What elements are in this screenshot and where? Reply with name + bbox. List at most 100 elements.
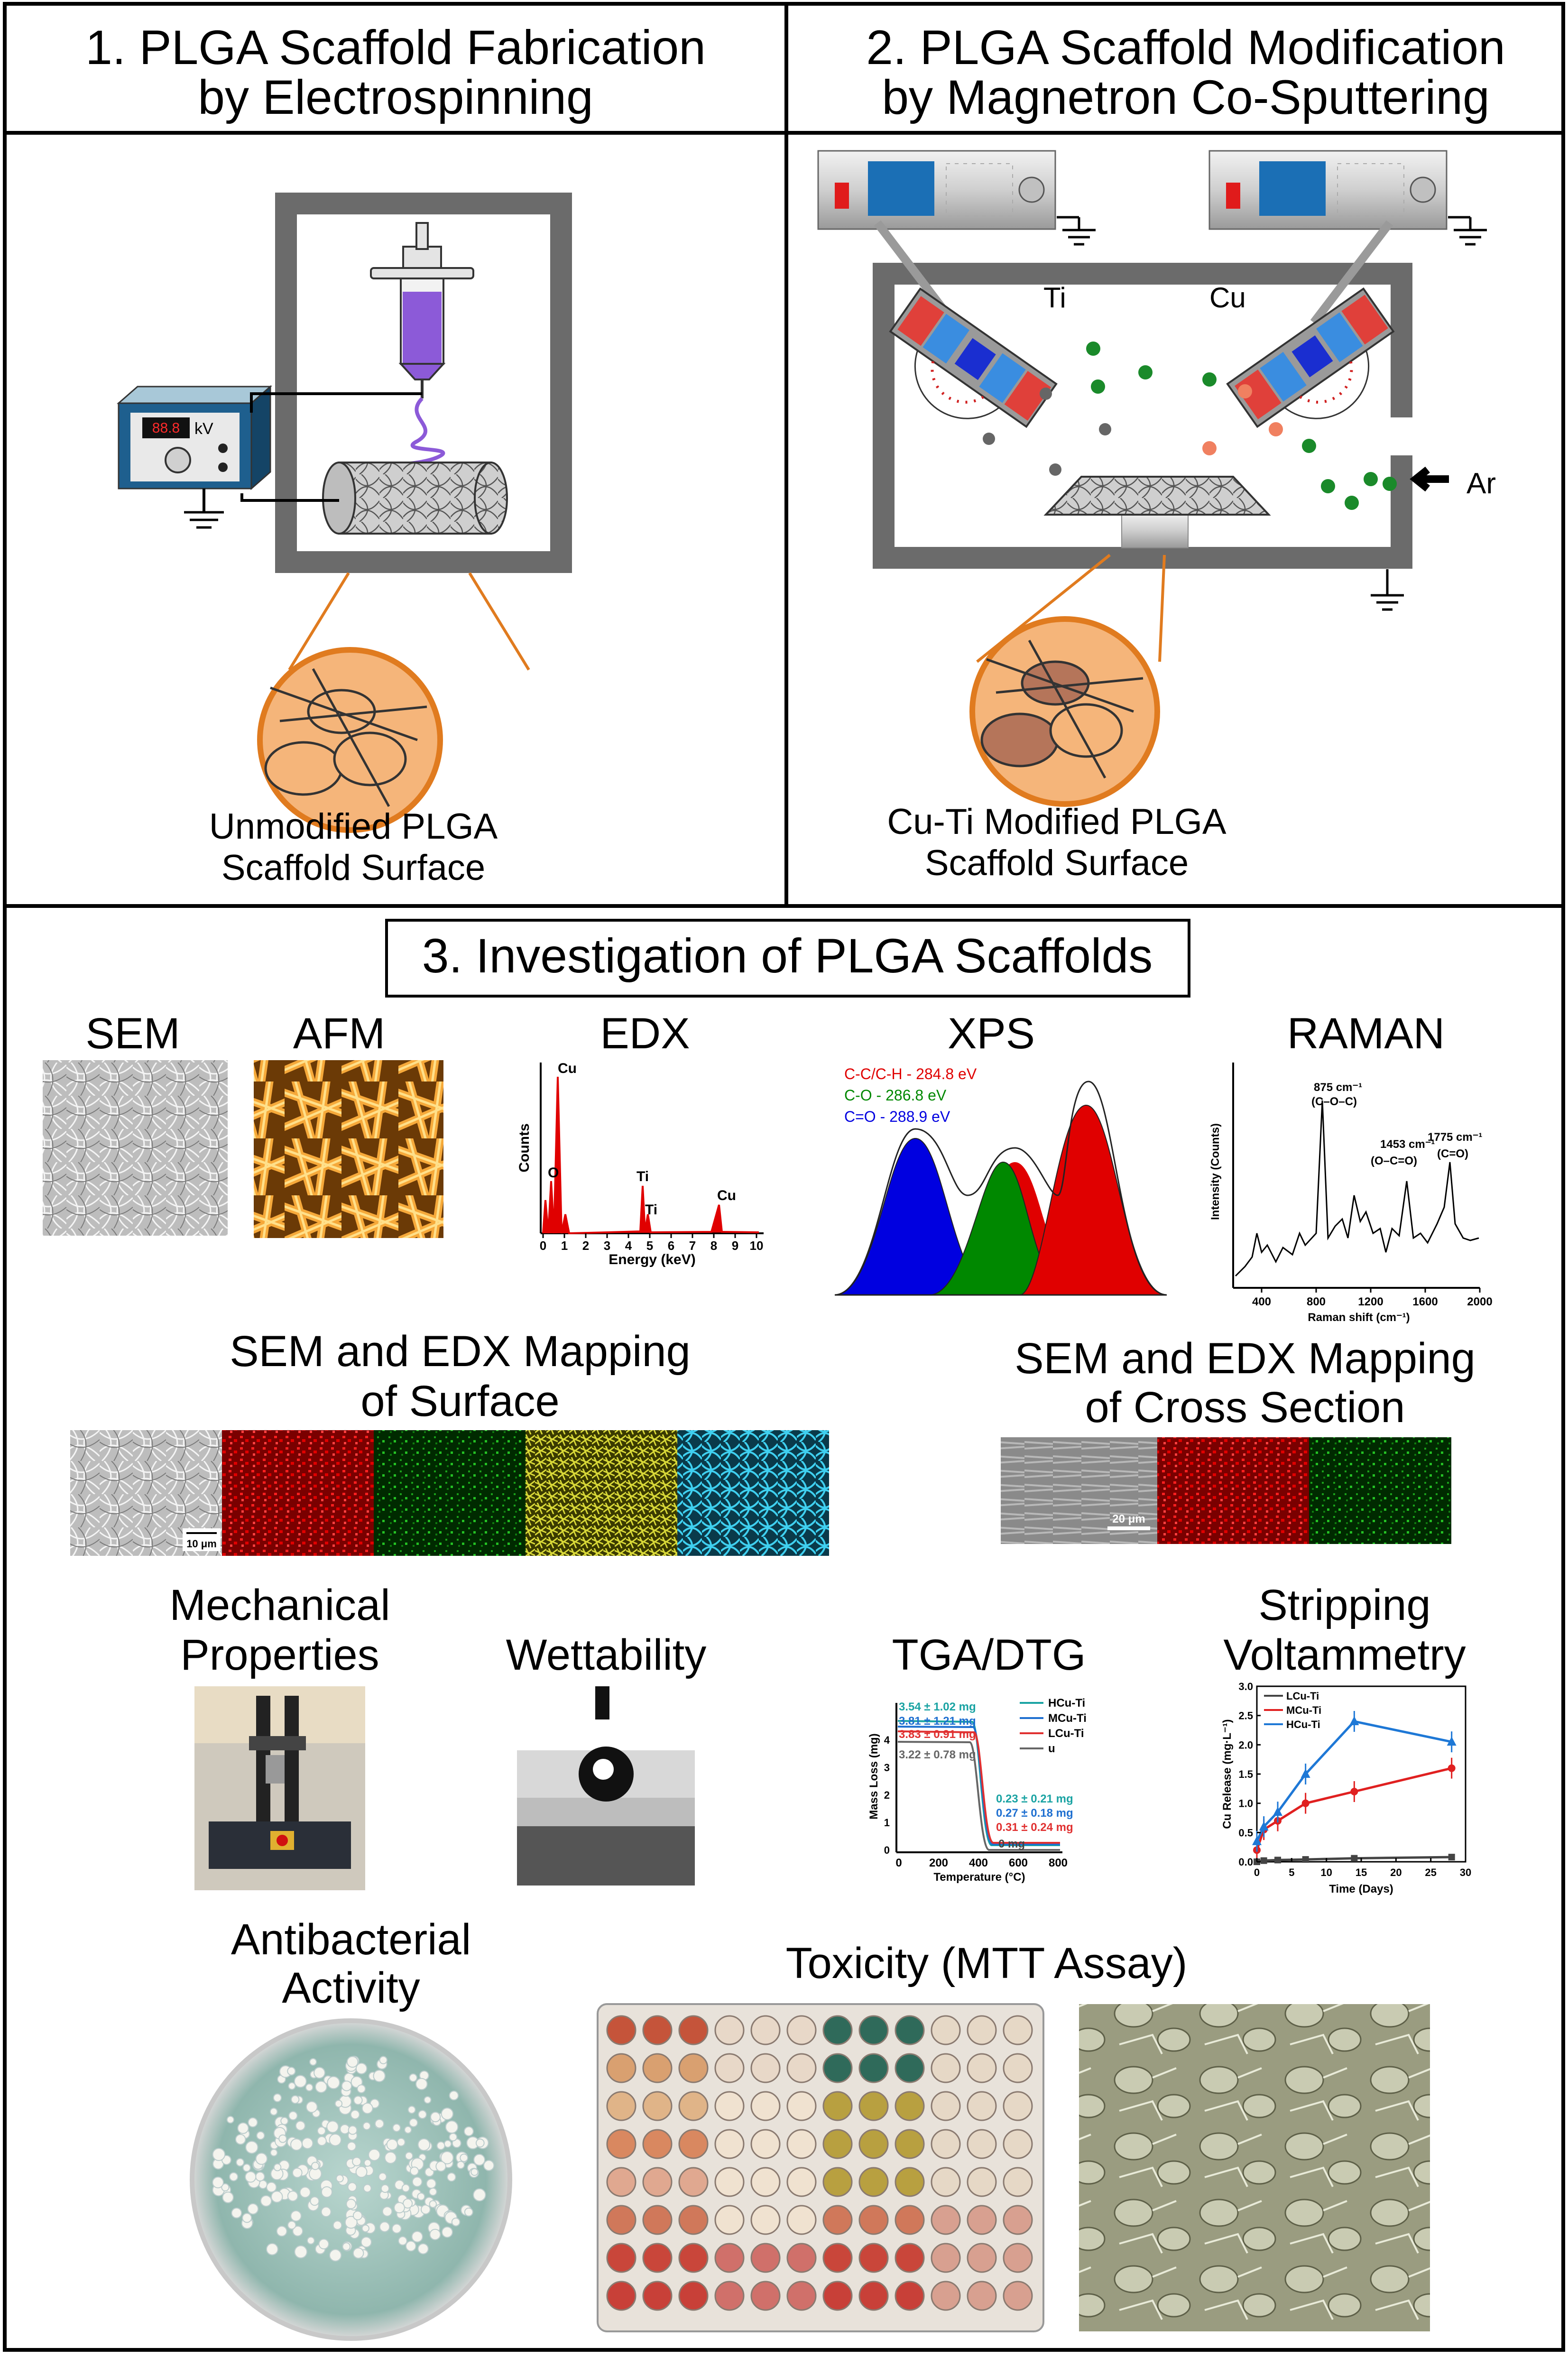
xps-title: XPS bbox=[948, 1009, 1035, 1058]
colony bbox=[473, 2154, 486, 2166]
colony bbox=[417, 2138, 431, 2151]
colony bbox=[255, 2153, 268, 2165]
tga-ytick-label: 0 bbox=[884, 1844, 890, 1856]
well bbox=[786, 2053, 817, 2083]
colony bbox=[305, 2083, 314, 2092]
edx-xtick-label: 10 bbox=[750, 1239, 764, 1253]
raman-xtick-label: 1600 bbox=[1412, 1295, 1438, 1308]
point-HCu-Ti bbox=[1301, 1769, 1310, 1778]
well bbox=[750, 2167, 781, 2197]
afm-image bbox=[254, 1060, 443, 1238]
well bbox=[858, 2053, 889, 2083]
colony bbox=[347, 2141, 357, 2151]
colony bbox=[329, 2134, 342, 2146]
colony bbox=[362, 2122, 371, 2130]
tga-ytick-label: 3 bbox=[884, 1762, 890, 1774]
colony bbox=[363, 2184, 372, 2193]
map-surface-strip: 10 μm bbox=[70, 1430, 829, 1556]
well bbox=[678, 2091, 709, 2121]
well bbox=[606, 2281, 636, 2311]
well bbox=[931, 2129, 961, 2159]
colony bbox=[352, 2247, 364, 2259]
colony bbox=[229, 2172, 239, 2181]
colony bbox=[392, 2123, 401, 2132]
colony bbox=[299, 2186, 311, 2198]
tga-ann-m: 3.81 ± 1.21 mg bbox=[899, 1715, 976, 1728]
colony bbox=[336, 2174, 344, 2182]
well bbox=[858, 2243, 889, 2273]
colony bbox=[429, 2187, 437, 2196]
well bbox=[786, 2243, 817, 2273]
colony bbox=[301, 2137, 314, 2149]
colony bbox=[307, 2237, 315, 2245]
colony bbox=[451, 2218, 461, 2227]
well bbox=[642, 2053, 673, 2083]
colony bbox=[321, 2206, 332, 2217]
well bbox=[750, 2281, 781, 2311]
point-LCu-Ti bbox=[1448, 1854, 1455, 1861]
raman-ylabel: Intensity (Counts) bbox=[1209, 1123, 1222, 1220]
raman-peak2: 1453 cm⁻¹ bbox=[1380, 1138, 1435, 1151]
well bbox=[895, 2015, 925, 2045]
colony bbox=[347, 2182, 357, 2192]
well bbox=[750, 2091, 781, 2121]
edx-xtick-label: 3 bbox=[604, 1239, 610, 1253]
colony bbox=[287, 2220, 296, 2230]
colony bbox=[310, 2196, 320, 2206]
colony bbox=[269, 2107, 278, 2116]
colony bbox=[360, 2237, 372, 2248]
well bbox=[714, 2129, 745, 2159]
tga-legend-label: HCu-Ti bbox=[1048, 1697, 1085, 1710]
sem-image bbox=[43, 1060, 228, 1236]
well bbox=[678, 2205, 709, 2235]
colony bbox=[341, 2080, 352, 2091]
raman-xtick-label: 2000 bbox=[1467, 1295, 1492, 1308]
well bbox=[967, 2015, 997, 2045]
colony bbox=[379, 2221, 390, 2232]
tga-chart: 3.54 ± 1.02 mg 3.81 ± 1.21 mg 3.83 ± 0.9… bbox=[867, 1697, 1087, 1884]
well bbox=[1003, 2167, 1033, 2197]
argon-inlet-arrow bbox=[1410, 466, 1449, 492]
colony bbox=[436, 2141, 445, 2150]
sv-ytick-label: 2.5 bbox=[1238, 1710, 1253, 1722]
substrate-holder bbox=[1043, 476, 1271, 548]
colony bbox=[327, 2076, 341, 2089]
well bbox=[642, 2015, 673, 2045]
well bbox=[786, 2205, 817, 2235]
tga-ann-l-res: 0.31 ± 0.24 mg bbox=[996, 1821, 1073, 1834]
well bbox=[967, 2205, 997, 2235]
collector-drum bbox=[322, 462, 508, 535]
well-plate-photo bbox=[597, 2003, 1044, 2332]
well bbox=[967, 2281, 997, 2311]
colony bbox=[314, 2067, 325, 2079]
well bbox=[606, 2205, 636, 2235]
well bbox=[678, 2015, 709, 2045]
colony bbox=[379, 2056, 387, 2064]
target-label-ti: Ti bbox=[1043, 282, 1066, 314]
mechanical-title-line1: Mechanical bbox=[169, 1581, 390, 1629]
well bbox=[1003, 2091, 1033, 2121]
point-LCu-Ti bbox=[1302, 1856, 1309, 1863]
colony bbox=[410, 2166, 419, 2176]
well bbox=[606, 2053, 636, 2083]
colony bbox=[294, 2245, 308, 2259]
colony bbox=[417, 2243, 429, 2255]
tga-ann-u: 3.22 ± 0.78 mg bbox=[899, 1748, 976, 1761]
tga-ytick-label: 1 bbox=[884, 1817, 890, 1829]
colony bbox=[384, 2151, 397, 2164]
map-surface-title-line2: of Surface bbox=[360, 1377, 559, 1425]
well bbox=[822, 2167, 853, 2197]
well bbox=[931, 2053, 961, 2083]
map-cross-title-line2: of Cross Section bbox=[1085, 1383, 1405, 1432]
petri-dish-photo bbox=[190, 2018, 512, 2341]
colony bbox=[418, 2110, 427, 2119]
raman-xtick-label: 400 bbox=[1252, 1295, 1271, 1308]
colony bbox=[441, 2226, 453, 2238]
well bbox=[931, 2167, 961, 2197]
point-HCu-Ti bbox=[1259, 1821, 1269, 1830]
colony bbox=[405, 2240, 416, 2252]
raman-spectrum: 875 cm⁻¹ (C–O–C) 1453 cm⁻¹ (O–C=O) 1775 … bbox=[1209, 1063, 1493, 1324]
colony bbox=[405, 2152, 414, 2160]
well bbox=[678, 2129, 709, 2159]
well bbox=[895, 2129, 925, 2159]
